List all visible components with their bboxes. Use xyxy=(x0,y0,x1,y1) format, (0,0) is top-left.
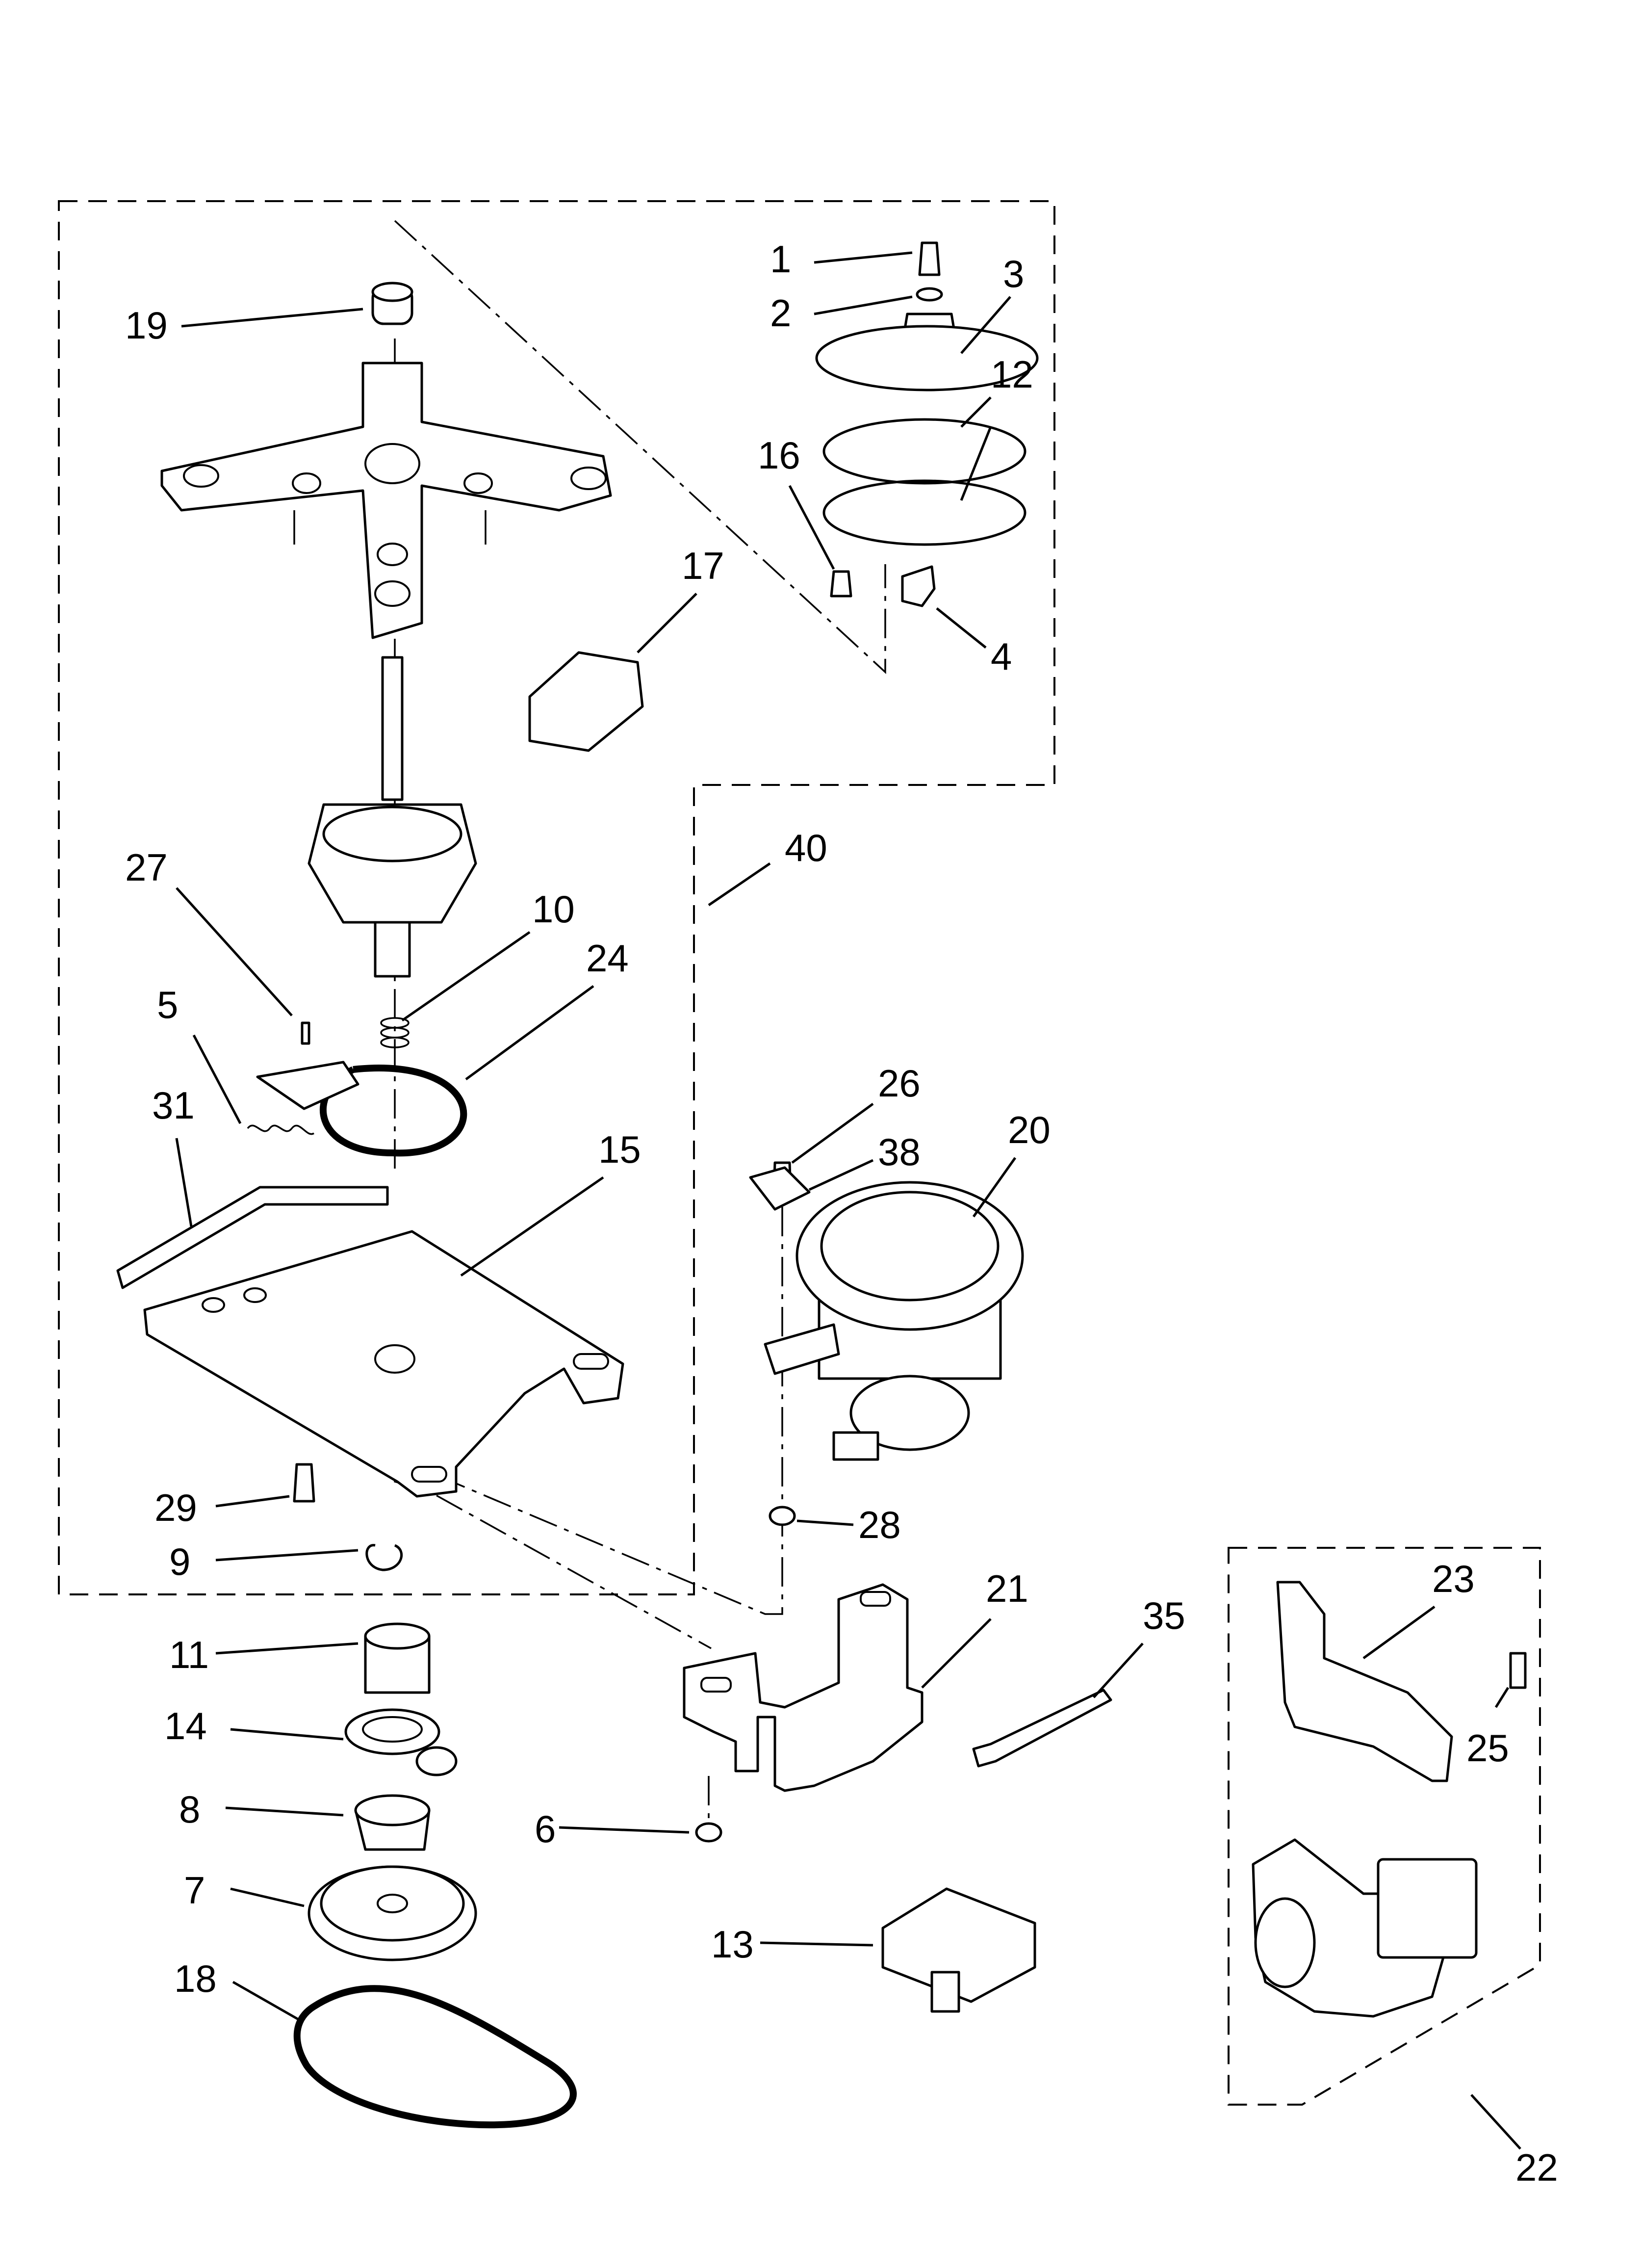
callout-31: 31 xyxy=(152,1084,195,1127)
part-24-brake-band xyxy=(256,1061,467,1157)
part-14-ring xyxy=(344,1708,458,1776)
part-19-plug xyxy=(371,282,413,325)
part-17-gasket xyxy=(528,651,644,752)
callout-29: 29 xyxy=(154,1486,197,1529)
part-10-spring xyxy=(380,1017,410,1048)
callout-14: 14 xyxy=(164,1704,207,1747)
part-9-ring xyxy=(365,1544,403,1571)
callout-28: 28 xyxy=(858,1503,901,1546)
callout-7: 7 xyxy=(184,1869,205,1912)
part-5-spring xyxy=(247,1124,314,1135)
part-7-pulley xyxy=(308,1865,477,1961)
centerline-top xyxy=(394,220,886,674)
callout-labels: 1 2 3 12 16 4 17 19 40 27 10 24 5 31 15 … xyxy=(125,237,1558,2189)
mounting-spider xyxy=(160,362,612,639)
callout-4: 4 xyxy=(991,635,1012,678)
callout-11: 11 xyxy=(169,1633,209,1676)
part-20-motor xyxy=(764,1181,1024,1461)
part-2-washer xyxy=(916,287,943,302)
callout-38: 38 xyxy=(878,1130,921,1173)
callout-40: 40 xyxy=(785,826,827,869)
part-12-gasket-lower xyxy=(822,479,1026,546)
callout-22: 22 xyxy=(1515,2146,1558,2189)
pump-group-boundary xyxy=(1228,1547,1541,2106)
callout-10: 10 xyxy=(532,887,575,931)
callout-1: 1 xyxy=(770,237,791,281)
callout-20: 20 xyxy=(1008,1108,1051,1151)
pump-group xyxy=(1252,1581,1527,2018)
callout-8: 8 xyxy=(179,1788,200,1831)
part-6-grommet xyxy=(695,1822,722,1843)
part-3-housing xyxy=(815,313,1039,391)
part-13-switch xyxy=(881,1887,1036,2013)
coupling-assembly xyxy=(815,241,1039,607)
part-1-bolt xyxy=(918,241,941,276)
callout-3: 3 xyxy=(1003,252,1024,295)
callout-17: 17 xyxy=(682,544,724,587)
motor-group xyxy=(749,1161,1024,1526)
part-11-bushing xyxy=(364,1622,431,1694)
callout-5: 5 xyxy=(157,983,178,1026)
part-16-screw xyxy=(830,570,852,598)
part-15-base-plate xyxy=(143,1230,624,1498)
part-38-clip xyxy=(749,1166,811,1211)
callout-35: 35 xyxy=(1143,1594,1185,1637)
group-boundaries xyxy=(58,200,1541,2106)
part-28-grommet xyxy=(769,1506,796,1526)
callout-27: 27 xyxy=(125,846,168,889)
part-31-strip xyxy=(116,1186,389,1289)
callout-25: 25 xyxy=(1466,1726,1509,1770)
part-35-cable-tie xyxy=(972,1689,1112,1768)
main-group-boundary xyxy=(58,200,1055,1595)
callout-26: 26 xyxy=(878,1062,921,1105)
callout-23: 23 xyxy=(1432,1557,1475,1600)
part-21-bracket xyxy=(683,1583,924,1792)
part-29-screw xyxy=(293,1463,315,1503)
callout-13: 13 xyxy=(711,1923,754,1966)
transmission xyxy=(308,656,477,978)
leader-lines xyxy=(175,251,1521,2150)
part-12-gasket-upper xyxy=(822,418,1026,485)
callout-19: 19 xyxy=(125,304,168,347)
part-27-pin xyxy=(301,1021,310,1045)
callout-12: 12 xyxy=(991,353,1033,396)
part-25-screw xyxy=(1509,1652,1527,1689)
part-22-pump xyxy=(1252,1838,1478,2018)
centerline-motor xyxy=(416,1207,783,1615)
callout-2: 2 xyxy=(770,291,791,335)
callout-6: 6 xyxy=(535,1807,556,1851)
callout-24: 24 xyxy=(586,937,629,980)
part-23-shield xyxy=(1276,1581,1453,1782)
part-8-hub xyxy=(354,1794,431,1851)
callout-16: 16 xyxy=(758,434,800,477)
callout-18: 18 xyxy=(174,1957,217,2000)
callout-9: 9 xyxy=(169,1540,190,1583)
part-4-clip xyxy=(901,565,936,607)
part-18-belt xyxy=(293,1985,577,2129)
callout-15: 15 xyxy=(598,1128,641,1171)
callout-21: 21 xyxy=(986,1567,1028,1610)
